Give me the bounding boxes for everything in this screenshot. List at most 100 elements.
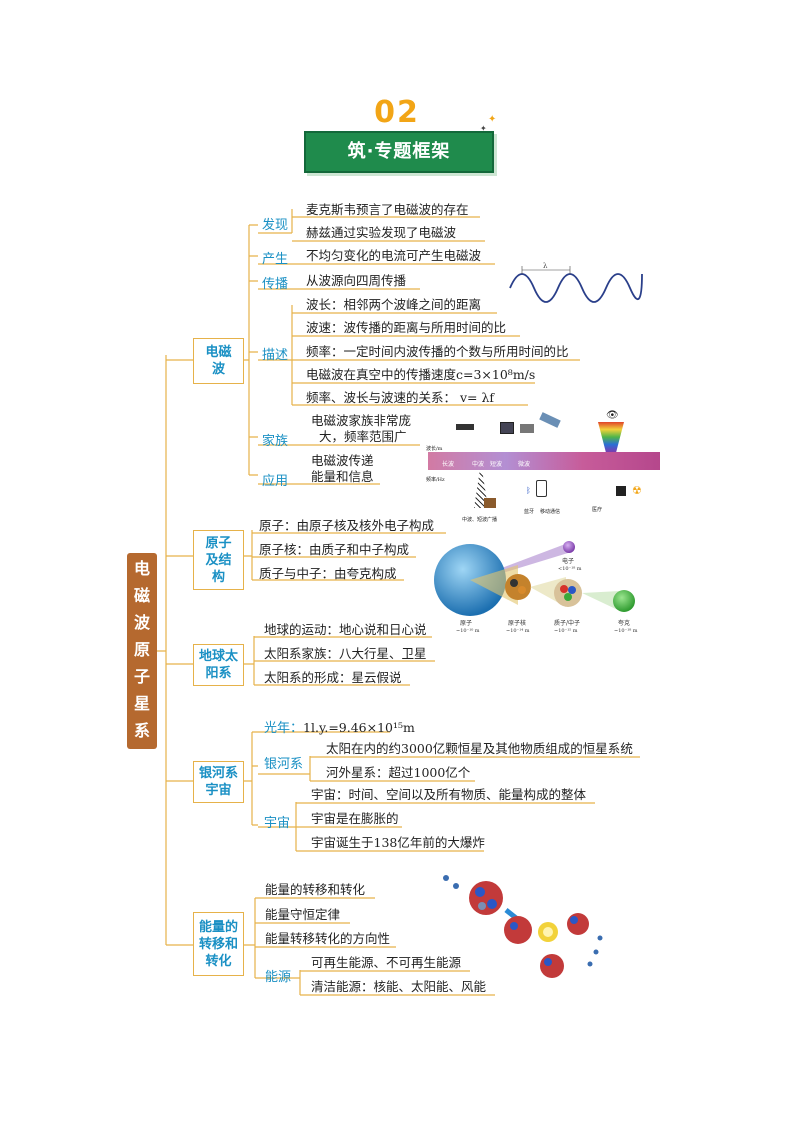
root-char: 电	[133, 559, 150, 578]
wave-figure: λ	[509, 262, 643, 303]
leaf-propagation: 从波源向四周传播	[306, 273, 407, 288]
label-broadcast: 中波、短波广播	[462, 517, 498, 523]
leaf-atom-1: 原子：由原子核及核外电子构成	[259, 518, 435, 533]
label-medical: 医疗	[592, 507, 603, 513]
leaf-application-2: 能量和信息	[311, 469, 374, 484]
leaf-desc-1: 波长：相邻两个波峰之间的距离	[306, 297, 482, 312]
leaf-desc-4: 电磁波在真空中的传播速度c=3×10⁸m/s	[306, 367, 536, 382]
satellite-icon	[539, 412, 561, 428]
spectrum-row-frequency: 频率/Hz	[426, 477, 445, 483]
band-micro: 微波	[518, 461, 531, 468]
label-universe: 宇宙	[264, 816, 291, 831]
size-nucleus: ~10⁻¹⁴ m	[506, 628, 530, 634]
node-label: 电磁波	[205, 345, 232, 377]
phone-icon	[536, 480, 547, 497]
node-label: 银河系宇宙	[198, 766, 238, 798]
leaf-milkyway-2: 河外星系：超过1000亿个	[326, 765, 471, 780]
label-electron: 电子	[562, 557, 574, 565]
label-nucleus: 原子核	[508, 619, 526, 627]
atom-figure: 电子 <10⁻¹⁸ m 原子 ~10⁻¹⁰ m 原子核 ~10⁻¹⁴ m 质子/…	[434, 541, 638, 634]
spectrum-figure: 👁 波长/m 频率/Hz 长波 中波 短波 微波 ᛒ ☢ 中波、短波广播 蓝牙 …	[422, 410, 662, 525]
leaf-atom-3: 质子与中子：由夸克构成	[259, 566, 397, 581]
leaf-discovery-2: 赫兹通过实验发现了电磁波	[306, 225, 457, 240]
root-char: 原	[133, 640, 150, 659]
radio-icon	[484, 498, 496, 508]
band-long: 长波	[442, 461, 455, 468]
size-atom: ~10⁻¹⁰ m	[456, 628, 480, 634]
root-char: 磁	[133, 586, 150, 605]
leaf-solar-2: 太阳系家族：八大行星、卫星	[264, 646, 427, 661]
sparkle-icon: ✦	[488, 114, 497, 125]
title-banner: 筑·专题框架	[304, 131, 494, 173]
root-node: 电 磁 波 原 子 星 系 能 源	[127, 553, 157, 794]
label-atom: 原子	[460, 620, 472, 627]
band-medium: 中波	[472, 461, 485, 468]
prism-icon	[598, 422, 624, 452]
leaf-desc-5: 频率、波长与波速的关系： v= λf	[306, 390, 495, 405]
leaf-production: 不均匀变化的电流可产生电磁波	[306, 248, 482, 263]
leaf-family-1: 电磁波家族非常庞	[311, 413, 412, 428]
leaf-energy-2: 能量守恒定律	[265, 907, 341, 922]
node-label: 能量的转移和转化	[198, 919, 238, 969]
fission-figure	[443, 875, 603, 978]
node-atom: 原子及结构	[193, 530, 244, 590]
node-galaxy: 银河系宇宙	[193, 761, 244, 803]
label-energy-sources: 能源	[265, 970, 292, 985]
leaf-energy-3: 能量转移转化的方向性	[265, 931, 391, 946]
xray-icon	[616, 486, 626, 496]
leaf-family-2: 大，频率范围广	[319, 429, 407, 444]
label-production: 产生	[262, 252, 289, 267]
page-title: 筑·专题框架	[347, 141, 451, 162]
section-number: 02	[374, 95, 420, 130]
spectrum-device-icon	[456, 424, 474, 430]
eye-icon: 👁	[606, 410, 619, 421]
root-char: 能	[133, 748, 150, 767]
label-description: 描述	[262, 348, 289, 363]
size-electron: <10⁻¹⁸ m	[558, 566, 582, 572]
label-lightyear: 光年：	[264, 721, 304, 736]
label-milkyway: 银河系	[264, 757, 304, 772]
radiation-icon: ☢	[632, 484, 642, 497]
node-label: 原子及结构	[205, 535, 232, 585]
root-char: 子	[133, 667, 150, 686]
leaf-solar-3: 太阳系的形成：星云假说	[264, 670, 402, 685]
node-solar: 地球太阳系	[193, 644, 244, 686]
node-energy: 能量的转移和转化	[193, 912, 244, 976]
label-propagation: 传播	[262, 277, 289, 292]
root-char: 源	[133, 775, 150, 794]
label-discovery: 发现	[262, 218, 289, 233]
node-em-wave: 电磁波	[193, 338, 244, 384]
leaf-energy-1: 能量的转移和转化	[265, 882, 366, 897]
leaf-lightyear: 1l.y.=9.46×10¹⁵m	[303, 720, 415, 735]
leaf-desc-2: 波速：波传播的距离与所用时间的比	[306, 320, 507, 335]
label-application: 应用	[262, 474, 289, 489]
label-bluetooth: 蓝牙	[524, 509, 535, 515]
sparkle-icon-small: ✦	[480, 124, 487, 133]
root-char: 系	[133, 721, 150, 740]
microwave-icon	[520, 424, 534, 433]
wave-lambda: λ	[543, 262, 548, 270]
tv-icon	[500, 422, 514, 434]
leaf-desc-3: 频率：一定时间内波传播的个数与所用时间的比	[306, 344, 569, 359]
band-short: 短波	[490, 461, 503, 468]
label-proton: 质子/中子	[554, 619, 580, 627]
leaf-solar-1: 地球的运动：地心说和日心说	[264, 622, 427, 637]
leaf-application-1: 电磁波传递	[311, 453, 374, 468]
leaf-universe-1: 宇宙：时间、空间以及所有物质、能量构成的整体	[311, 787, 587, 802]
node-label: 地球太阳系	[198, 649, 238, 681]
leaf-milkyway-1: 太阳在内的约3000亿颗恒星及其他物质组成的恒星系统	[326, 741, 633, 756]
lightyear-row: 光年：1l.y.=9.46×10¹⁵m	[264, 717, 415, 736]
label-family: 家族	[262, 434, 289, 449]
bluetooth-icon: ᛒ	[526, 486, 531, 495]
label-quark: 夸克	[618, 619, 630, 627]
size-proton: ~10⁻¹⁵ m	[554, 628, 578, 634]
label-mobile: 移动通信	[540, 509, 561, 515]
leaf-discovery-1: 麦克斯韦预言了电磁波的存在	[306, 202, 469, 217]
spectrum-bar	[428, 452, 660, 470]
root-char: 波	[133, 613, 150, 632]
leaf-atom-2: 原子核：由质子和中子构成	[259, 542, 410, 557]
leaf-universe-3: 宇宙诞生于138亿年前的大爆炸	[311, 835, 485, 850]
size-quark: ~10⁻¹⁸ m	[614, 628, 638, 634]
spectrum-row-wavelength: 波长/m	[426, 446, 443, 452]
